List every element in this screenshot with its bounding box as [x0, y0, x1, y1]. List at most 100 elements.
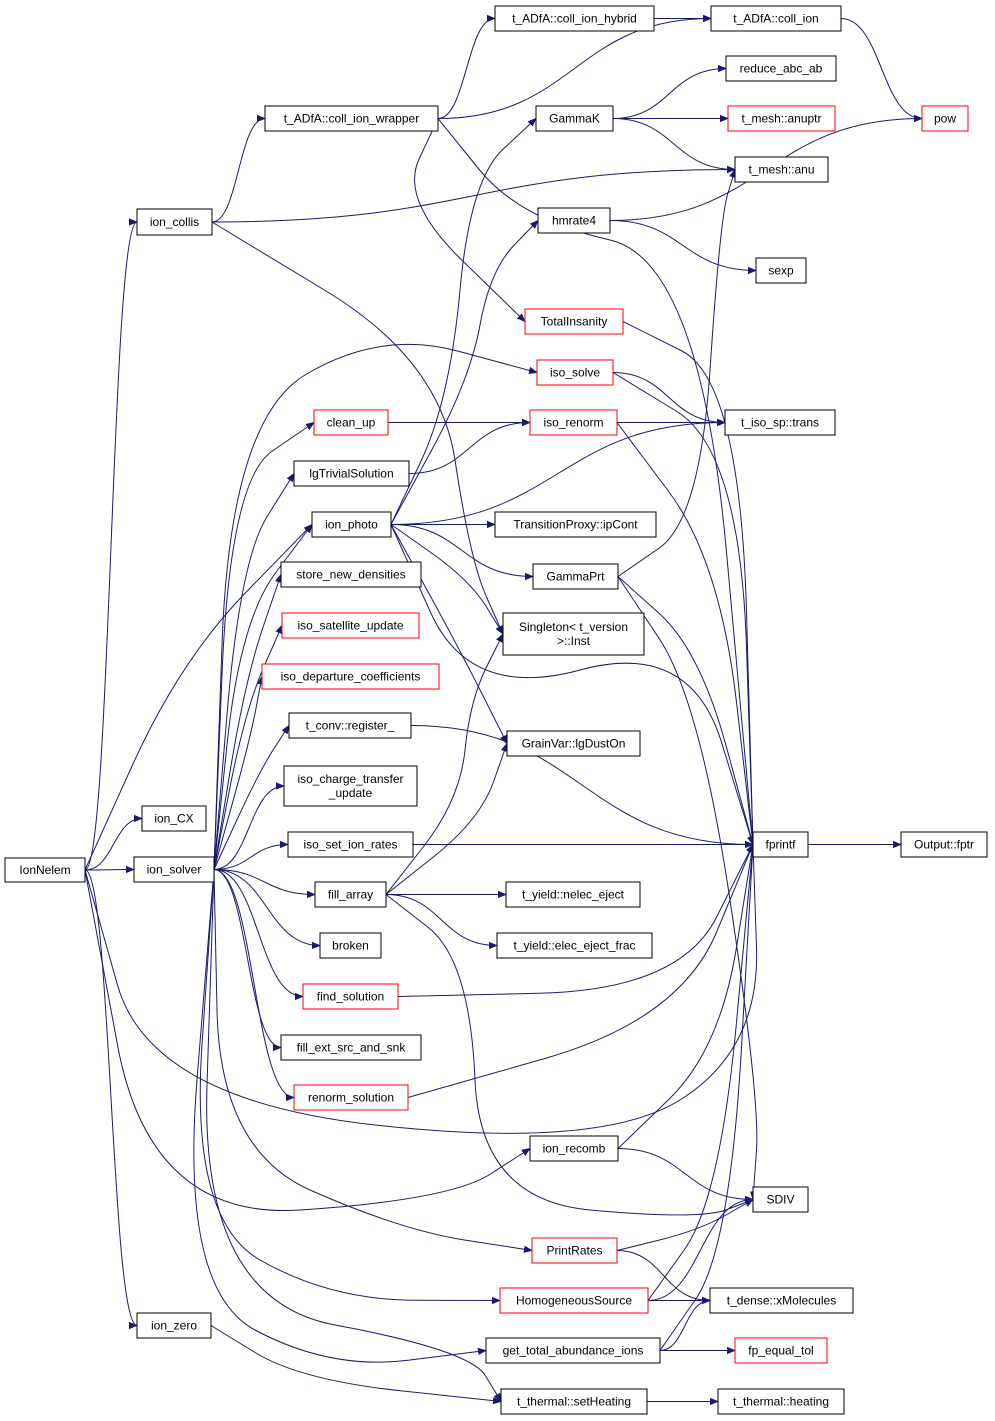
node-iso_set_ion_rates[interactable]: iso_set_ion_rates [287, 831, 414, 858]
node-Singleton[interactable]: Singleton< t_version>::Inst [502, 612, 645, 656]
node-label: ion_photo [325, 518, 378, 532]
edge-iso_solve-to-trans [612, 372, 725, 423]
node-label: iso_satellite_update [297, 619, 403, 633]
node-label: t_iso_sp::trans [741, 416, 819, 430]
node-broken[interactable]: broken [319, 932, 382, 959]
node-register_[interactable]: t_conv::register_ [288, 712, 412, 739]
node-HomogeneousSource[interactable]: HomogeneousSource [499, 1287, 649, 1314]
edge-fill_array-to-elec_eject_frac [385, 894, 497, 946]
edge-ion_solver-to-renorm_solution [213, 869, 295, 1098]
edge-ion_photo-to-GammaPrt [390, 524, 533, 577]
node-ion_zero[interactable]: ion_zero [136, 1312, 212, 1339]
node-elec_eject_frac[interactable]: t_yield::elec_eject_frac [496, 932, 653, 959]
node-label: fprintf [765, 838, 796, 852]
edge-ion_photo-to-Singleton [390, 524, 503, 635]
node-store_new_densities[interactable]: store_new_densities [280, 561, 422, 588]
node-label: _update [328, 786, 373, 800]
node-label: Output::fptr [914, 838, 974, 852]
node-label: ion_zero [151, 1319, 197, 1333]
node-SDIV[interactable]: SDIV [752, 1186, 809, 1213]
node-label: fill_array [328, 888, 373, 902]
edge-IonNelem-to-ion_recomb [84, 869, 530, 1212]
node-ion_collis[interactable]: ion_collis [136, 208, 213, 236]
edge-ion_solver-to-HomogeneousSource [199, 869, 500, 1301]
edge-coll_ion-to-pow [840, 18, 922, 119]
node-setHeating[interactable]: t_thermal::setHeating [500, 1388, 648, 1415]
node-pow[interactable]: pow [921, 105, 969, 132]
node-lgDustOn[interactable]: GrainVar::lgDustOn [506, 730, 641, 757]
edge-ion_solver-to-ion_photo [213, 525, 312, 870]
edge-fill_array-to-SDIV [385, 894, 753, 1216]
node-iso_charge_transfer_update[interactable]: iso_charge_transfer_update [283, 765, 418, 807]
node-iso_renorm[interactable]: iso_renorm [529, 409, 618, 436]
node-reduce_abc_ab[interactable]: reduce_abc_ab [725, 55, 837, 82]
node-label: find_solution [317, 990, 384, 1004]
node-label: clean_up [327, 416, 376, 430]
node-ion_solver[interactable]: ion_solver [133, 856, 215, 883]
node-ion_CX[interactable]: ion_CX [141, 805, 207, 832]
node-label: TransitionProxy::ipCont [513, 518, 638, 532]
node-label: t_ADfA::coll_ion_wrapper [284, 112, 419, 126]
edge-coll_ion_wrapper-to-coll_ion_hybrid [437, 19, 496, 119]
edge-IonNelem-to-ion_collis [84, 222, 138, 871]
node-label: IonNelem [19, 863, 70, 877]
node-IonNelem: IonNelem [4, 857, 86, 883]
node-label: ion_recomb [543, 1142, 606, 1156]
node-label: ion_CX [154, 812, 193, 826]
node-lgTrivialSolution[interactable]: lgTrivialSolution [293, 460, 410, 487]
node-label: GammaPrt [546, 570, 605, 584]
node-label: t_ADfA::coll_ion [733, 12, 818, 26]
node-label: iso_solve [550, 366, 600, 380]
node-label: broken [332, 939, 369, 953]
edge-coll_ion_wrapper-to-coll_ion [437, 19, 711, 119]
edge-ion_recomb-to-fprintf [617, 845, 753, 1149]
node-anuptr[interactable]: t_mesh::anuptr [727, 105, 836, 132]
node-trans[interactable]: t_iso_sp::trans [724, 409, 836, 436]
edge-get_total_abundance_ions-to-xMolecules [659, 1301, 711, 1351]
edge-ion_recomb-to-SDIV [617, 1148, 753, 1200]
node-get_total_abundance_ions[interactable]: get_total_abundance_ions [485, 1337, 661, 1364]
node-label: t_thermal::heating [733, 1395, 829, 1409]
edge-ion_solver-to-clean_up [213, 423, 314, 870]
node-label: t_thermal::setHeating [517, 1395, 631, 1409]
node-fp_equal_tol[interactable]: fp_equal_tol [734, 1337, 828, 1364]
node-iso_departure_coefficients[interactable]: iso_departure_coefficients [261, 663, 440, 690]
node-iso_solve[interactable]: iso_solve [536, 359, 614, 386]
node-fprintf[interactable]: fprintf [752, 831, 809, 858]
node-heating[interactable]: t_thermal::heating [717, 1388, 845, 1415]
edge-hmrate4-to-sexp [609, 220, 756, 271]
node-ion_photo[interactable]: ion_photo [311, 511, 392, 538]
node-label: PrintRates [546, 1244, 602, 1258]
node-anu[interactable]: t_mesh::anu [734, 156, 829, 183]
node-coll_ion[interactable]: t_ADfA::coll_ion [710, 5, 842, 32]
node-iso_satellite_update[interactable]: iso_satellite_update [281, 612, 420, 639]
edge-ion_photo-to-hmrate4 [390, 221, 538, 525]
node-label: HomogeneousSource [516, 1294, 632, 1308]
node-sexp[interactable]: sexp [755, 257, 807, 284]
node-find_solution[interactable]: find_solution [302, 983, 399, 1010]
node-fptr[interactable]: Output::fptr [900, 831, 988, 858]
node-clean_up[interactable]: clean_up [313, 409, 389, 436]
edge-coll_ion_wrapper-to-fprintf [437, 118, 753, 845]
node-fill_ext_src_and_snk[interactable]: fill_ext_src_and_snk [280, 1034, 422, 1061]
edge-ion_solver-to-store_new_densities [213, 575, 281, 870]
node-label: store_new_densities [296, 568, 405, 582]
node-TotalInsanity[interactable]: TotalInsanity [524, 308, 624, 335]
node-ion_recomb[interactable]: ion_recomb [529, 1135, 619, 1162]
node-coll_ion_wrapper[interactable]: t_ADfA::coll_ion_wrapper [264, 105, 439, 132]
node-PrintRates[interactable]: PrintRates [531, 1237, 618, 1264]
node-fill_array[interactable]: fill_array [314, 881, 387, 908]
edge-ion_collis-to-anu [211, 170, 735, 223]
node-coll_ion_hybrid[interactable]: t_ADfA::coll_ion_hybrid [494, 5, 655, 32]
node-GammaK[interactable]: GammaK [535, 105, 614, 132]
node-nelec_eject[interactable]: t_yield::nelec_eject [505, 881, 641, 908]
edge-ion_solver-to-fill_ext_src_and_snk [213, 869, 282, 1048]
node-ipCont[interactable]: TransitionProxy::ipCont [494, 511, 657, 538]
node-renorm_solution[interactable]: renorm_solution [293, 1084, 409, 1111]
edge-ion_solver-to-iso_satellite_update [213, 626, 283, 870]
node-xMolecules[interactable]: t_dense::xMolecules [709, 1287, 854, 1314]
edge-HomogeneousSource-to-fprintf [647, 845, 753, 1301]
node-GammaPrt[interactable]: GammaPrt [532, 563, 619, 590]
node-hmrate4[interactable]: hmrate4 [537, 207, 611, 234]
